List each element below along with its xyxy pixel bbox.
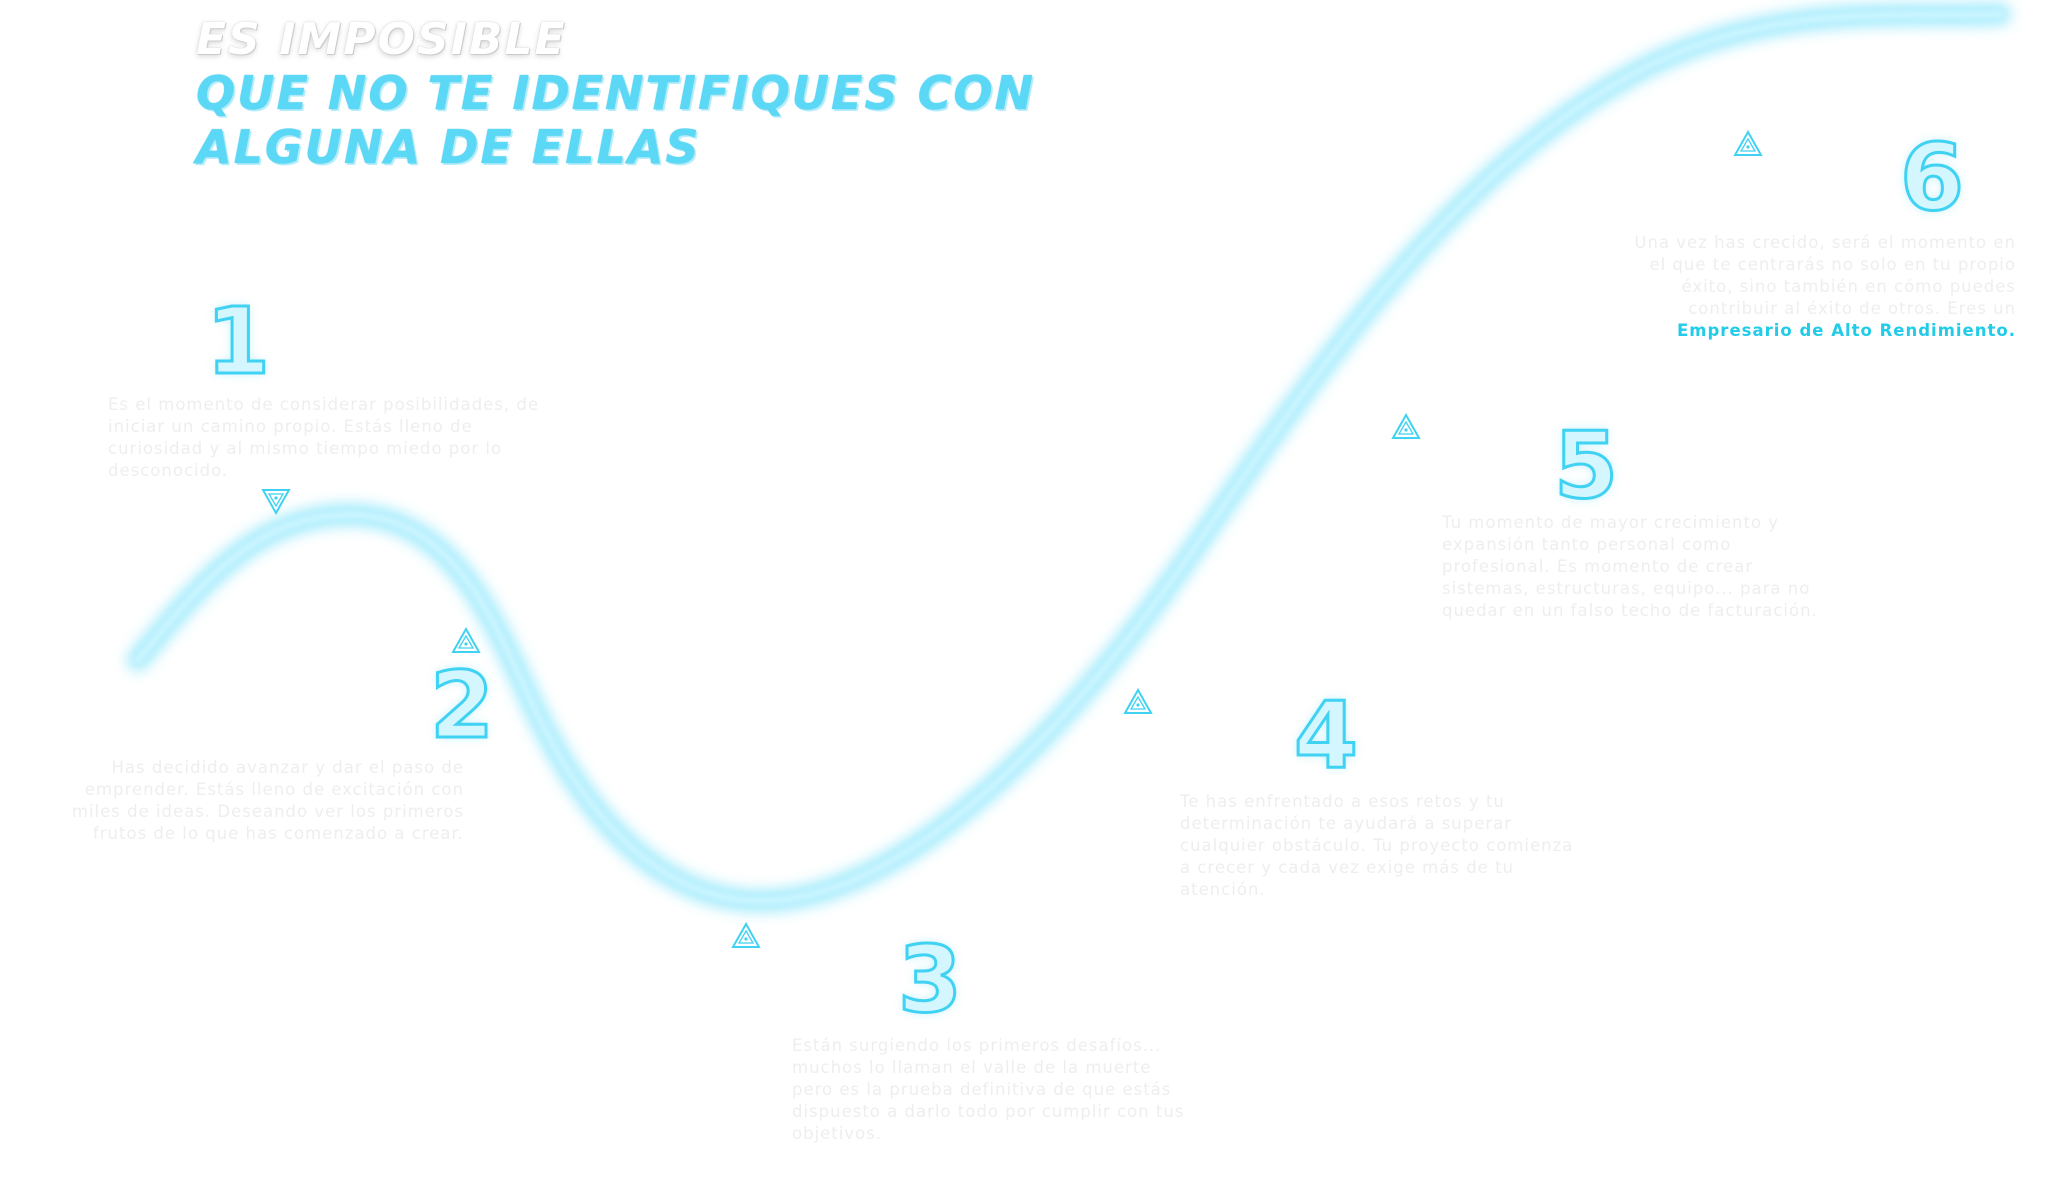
step-6-highlight: Empresario de Alto Rendimiento. — [1677, 321, 2016, 340]
step-1-number: 1 — [204, 288, 271, 395]
title-line-2: ALGUNA DE ELLAS — [196, 120, 701, 174]
triangle-marker-icon — [1123, 688, 1153, 714]
step-2-number: 2 — [428, 652, 495, 759]
page-title: ES IMPOSIBLE QUE NO TE IDENTIFIQUES CON … — [196, 14, 1035, 174]
triangle-marker-icon — [1733, 130, 1763, 156]
step-5-number: 5 — [1552, 412, 1619, 519]
triangle-marker-icon — [1391, 413, 1421, 439]
step-6-number: 6 — [1898, 124, 1965, 231]
triangle-marker-icon — [451, 627, 481, 653]
title-line-1: QUE NO TE IDENTIFIQUES CON — [196, 66, 1035, 120]
step-3-number: 3 — [896, 926, 963, 1033]
step-1-description: Es el momento de considerar posibilidade… — [108, 395, 540, 480]
step-6-text: Una vez has crecido, será el momento en … — [1634, 233, 2016, 318]
step-3-description: Están surgiendo los primeros desafíos...… — [792, 1036, 1185, 1143]
step-6-text-prefix: Eres un — [1947, 299, 2016, 318]
step-4-description: Te has enfrentado a esos retos y tu dete… — [1180, 792, 1574, 899]
step-2-description: Has decidido avanzar y dar el paso de em… — [71, 758, 464, 843]
title-subtitle: ES IMPOSIBLE — [196, 14, 567, 65]
curve-core — [133, 9, 2005, 906]
triangle-marker-icon — [731, 922, 761, 948]
step-5-description: Tu momento de mayor crecimiento y expans… — [1442, 513, 1818, 620]
step-6-description: Una vez has crecido, será el momento en … — [1612, 232, 2016, 342]
step-4-number: 4 — [1292, 682, 1359, 789]
inverted-triangle-marker-icon — [261, 489, 291, 515]
